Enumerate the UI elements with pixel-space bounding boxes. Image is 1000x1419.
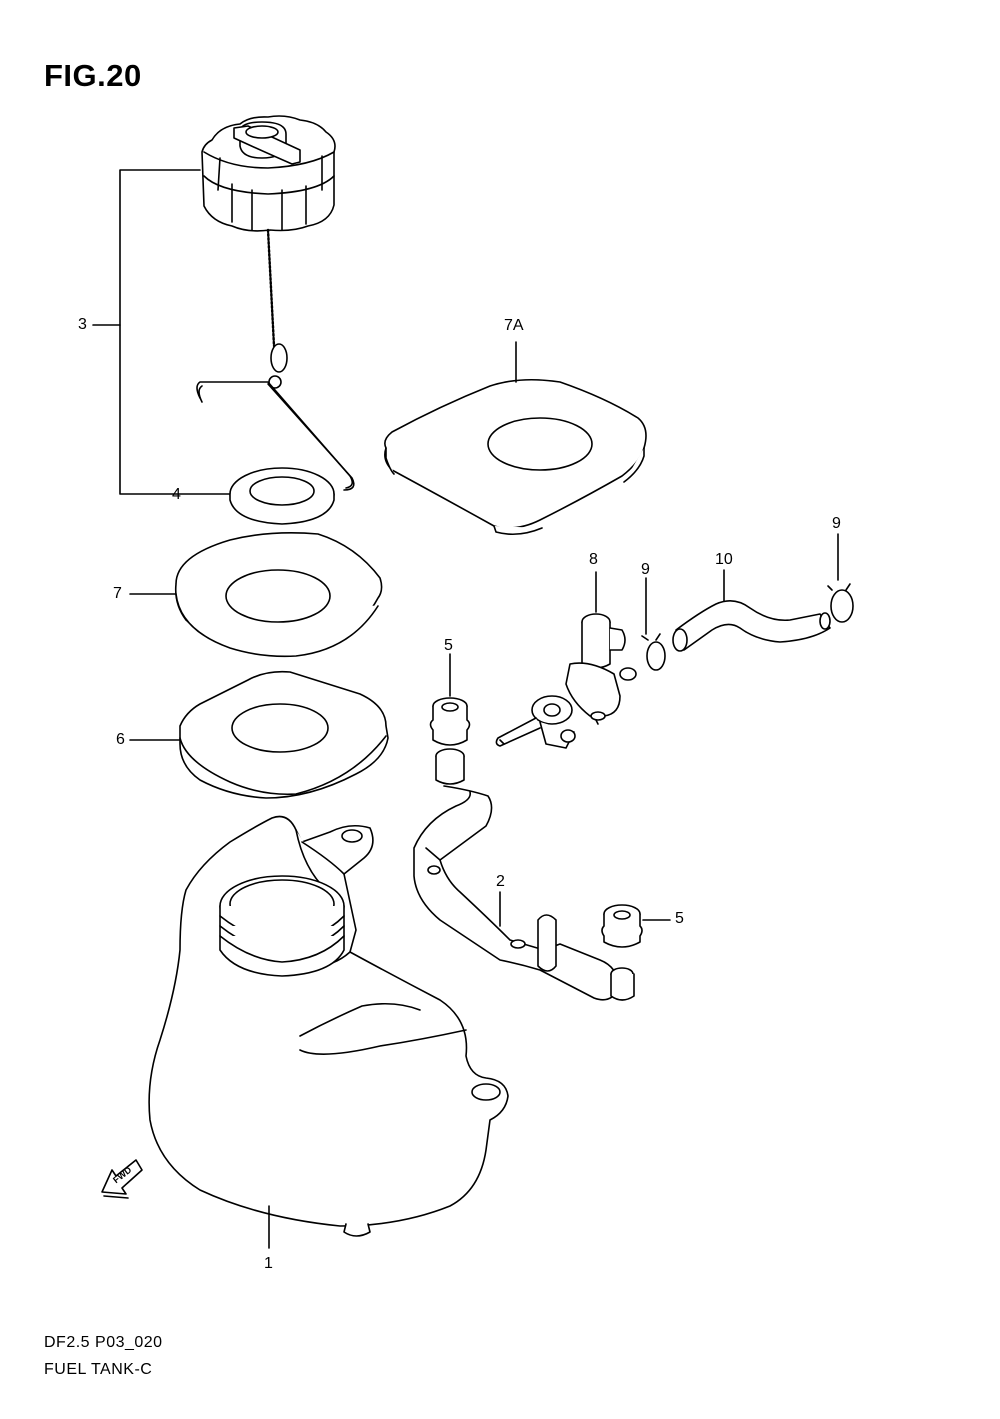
callout-9a: 9	[641, 561, 650, 578]
part-seal-7	[130, 533, 382, 656]
callout-5b: 5	[675, 910, 684, 927]
callout-10: 10	[715, 551, 733, 568]
figure-name: FUEL TANK-C	[44, 1361, 153, 1378]
part-fuel-tank-1	[149, 817, 508, 1249]
callout-9b: 9	[832, 515, 841, 532]
part-grommet-5a	[431, 654, 470, 745]
callout-5a: 5	[444, 637, 453, 654]
part-fuel-hose-10	[673, 570, 830, 651]
part-fuel-cock-8	[496, 572, 636, 748]
callout-7a: 7A	[504, 317, 524, 334]
part-fuel-cap	[202, 116, 335, 231]
part-clip-9a	[642, 578, 665, 670]
callout-4: 4	[172, 486, 181, 503]
figure-code: DF2.5 P03_020	[44, 1334, 163, 1351]
bracket-3	[93, 170, 230, 494]
part-clip-9b	[828, 534, 853, 622]
callout-1: 1	[264, 1255, 273, 1272]
part-gasket-4	[230, 468, 334, 524]
callout-7: 7	[113, 585, 122, 602]
figure-title: FIG.20	[44, 58, 142, 93]
part-plate-7a	[385, 342, 646, 534]
callout-2: 2	[496, 873, 505, 890]
callout-3: 3	[78, 316, 87, 333]
callout-6: 6	[116, 731, 125, 748]
fwd-arrow-icon	[102, 1160, 142, 1198]
part-cushion-6	[130, 672, 388, 798]
part-grommet-5b	[602, 905, 670, 947]
part-cap-chain	[197, 230, 354, 490]
part-fuel-pipe-2	[414, 749, 634, 1000]
callout-8: 8	[589, 551, 598, 568]
